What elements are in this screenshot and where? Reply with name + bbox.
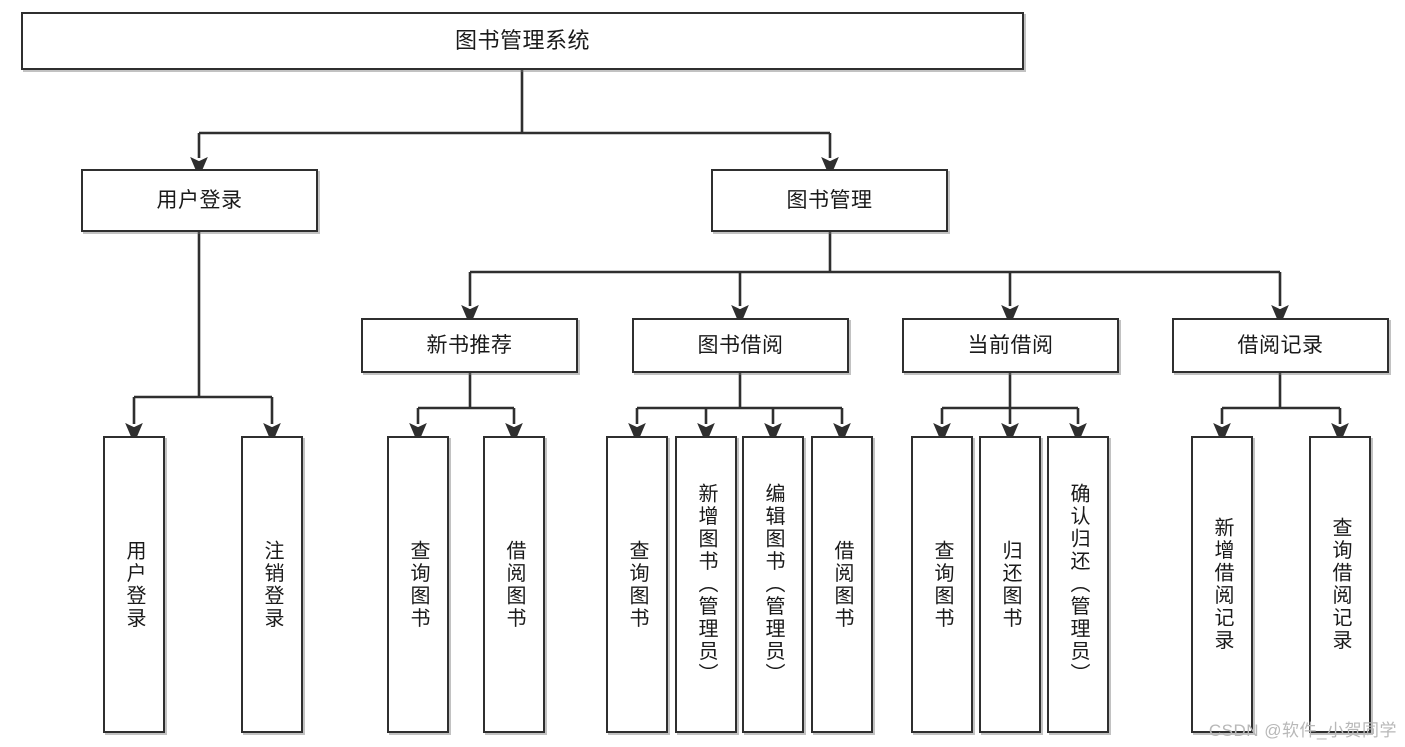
leaf-query-record[interactable]: 查询借阅记录 [1309, 436, 1371, 733]
leaf-query-book-1-label: 查询图书 [407, 539, 429, 630]
leaf-user-login-label: 用户登录 [123, 539, 145, 630]
leaf-borrow-book-2[interactable]: 借阅图书 [811, 436, 873, 733]
leaf-query-book-3-label: 查询图书 [931, 539, 953, 630]
leaf-user-login[interactable]: 用户登录 [103, 436, 165, 733]
node-current-borrow-label: 当前借阅 [967, 333, 1054, 357]
leaf-logout[interactable]: 注销登录 [241, 436, 303, 733]
node-book-borrow-label: 图书借阅 [697, 333, 784, 357]
leaf-add-book-label: 新增图书（管理员） [695, 483, 717, 686]
leaf-add-record[interactable]: 新增借阅记录 [1191, 436, 1253, 733]
leaf-return-book-label: 归还图书 [999, 539, 1021, 630]
node-root-label: 图书管理系统 [454, 27, 590, 53]
node-current-borrow[interactable]: 当前借阅 [902, 318, 1119, 373]
leaf-logout-label: 注销登录 [261, 539, 283, 630]
node-borrow-record[interactable]: 借阅记录 [1172, 318, 1389, 373]
leaf-borrow-book-1[interactable]: 借阅图书 [483, 436, 545, 733]
leaf-confirm-return[interactable]: 确认归还（管理员） [1047, 436, 1109, 733]
leaf-confirm-return-label: 确认归还（管理员） [1067, 483, 1089, 686]
node-book-borrow[interactable]: 图书借阅 [632, 318, 849, 373]
node-borrow-record-label: 借阅记录 [1237, 333, 1324, 357]
node-book-manage-label: 图书管理 [786, 188, 873, 212]
node-book-manage[interactable]: 图书管理 [711, 169, 948, 232]
leaf-add-record-label: 新增借阅记录 [1211, 517, 1233, 652]
node-user-login[interactable]: 用户登录 [81, 169, 318, 232]
node-user-login-label: 用户登录 [156, 188, 243, 212]
node-new-book-rec[interactable]: 新书推荐 [361, 318, 578, 373]
leaf-borrow-book-2-label: 借阅图书 [831, 539, 853, 630]
leaf-add-book[interactable]: 新增图书（管理员） [675, 436, 737, 733]
leaf-edit-book-label: 编辑图书（管理员） [762, 483, 784, 686]
node-new-book-rec-label: 新书推荐 [426, 333, 513, 357]
watermark: CSDN @软件_小贺同学 [1208, 721, 1397, 740]
leaf-query-book-3[interactable]: 查询图书 [911, 436, 973, 733]
leaf-query-book-2[interactable]: 查询图书 [606, 436, 668, 733]
leaf-borrow-book-1-label: 借阅图书 [503, 539, 525, 630]
leaf-query-book-1[interactable]: 查询图书 [387, 436, 449, 733]
node-root[interactable]: 图书管理系统 [21, 12, 1024, 70]
leaf-query-book-2-label: 查询图书 [626, 539, 648, 630]
leaf-edit-book[interactable]: 编辑图书（管理员） [742, 436, 804, 733]
leaf-return-book[interactable]: 归还图书 [979, 436, 1041, 733]
leaf-query-record-label: 查询借阅记录 [1329, 517, 1351, 652]
